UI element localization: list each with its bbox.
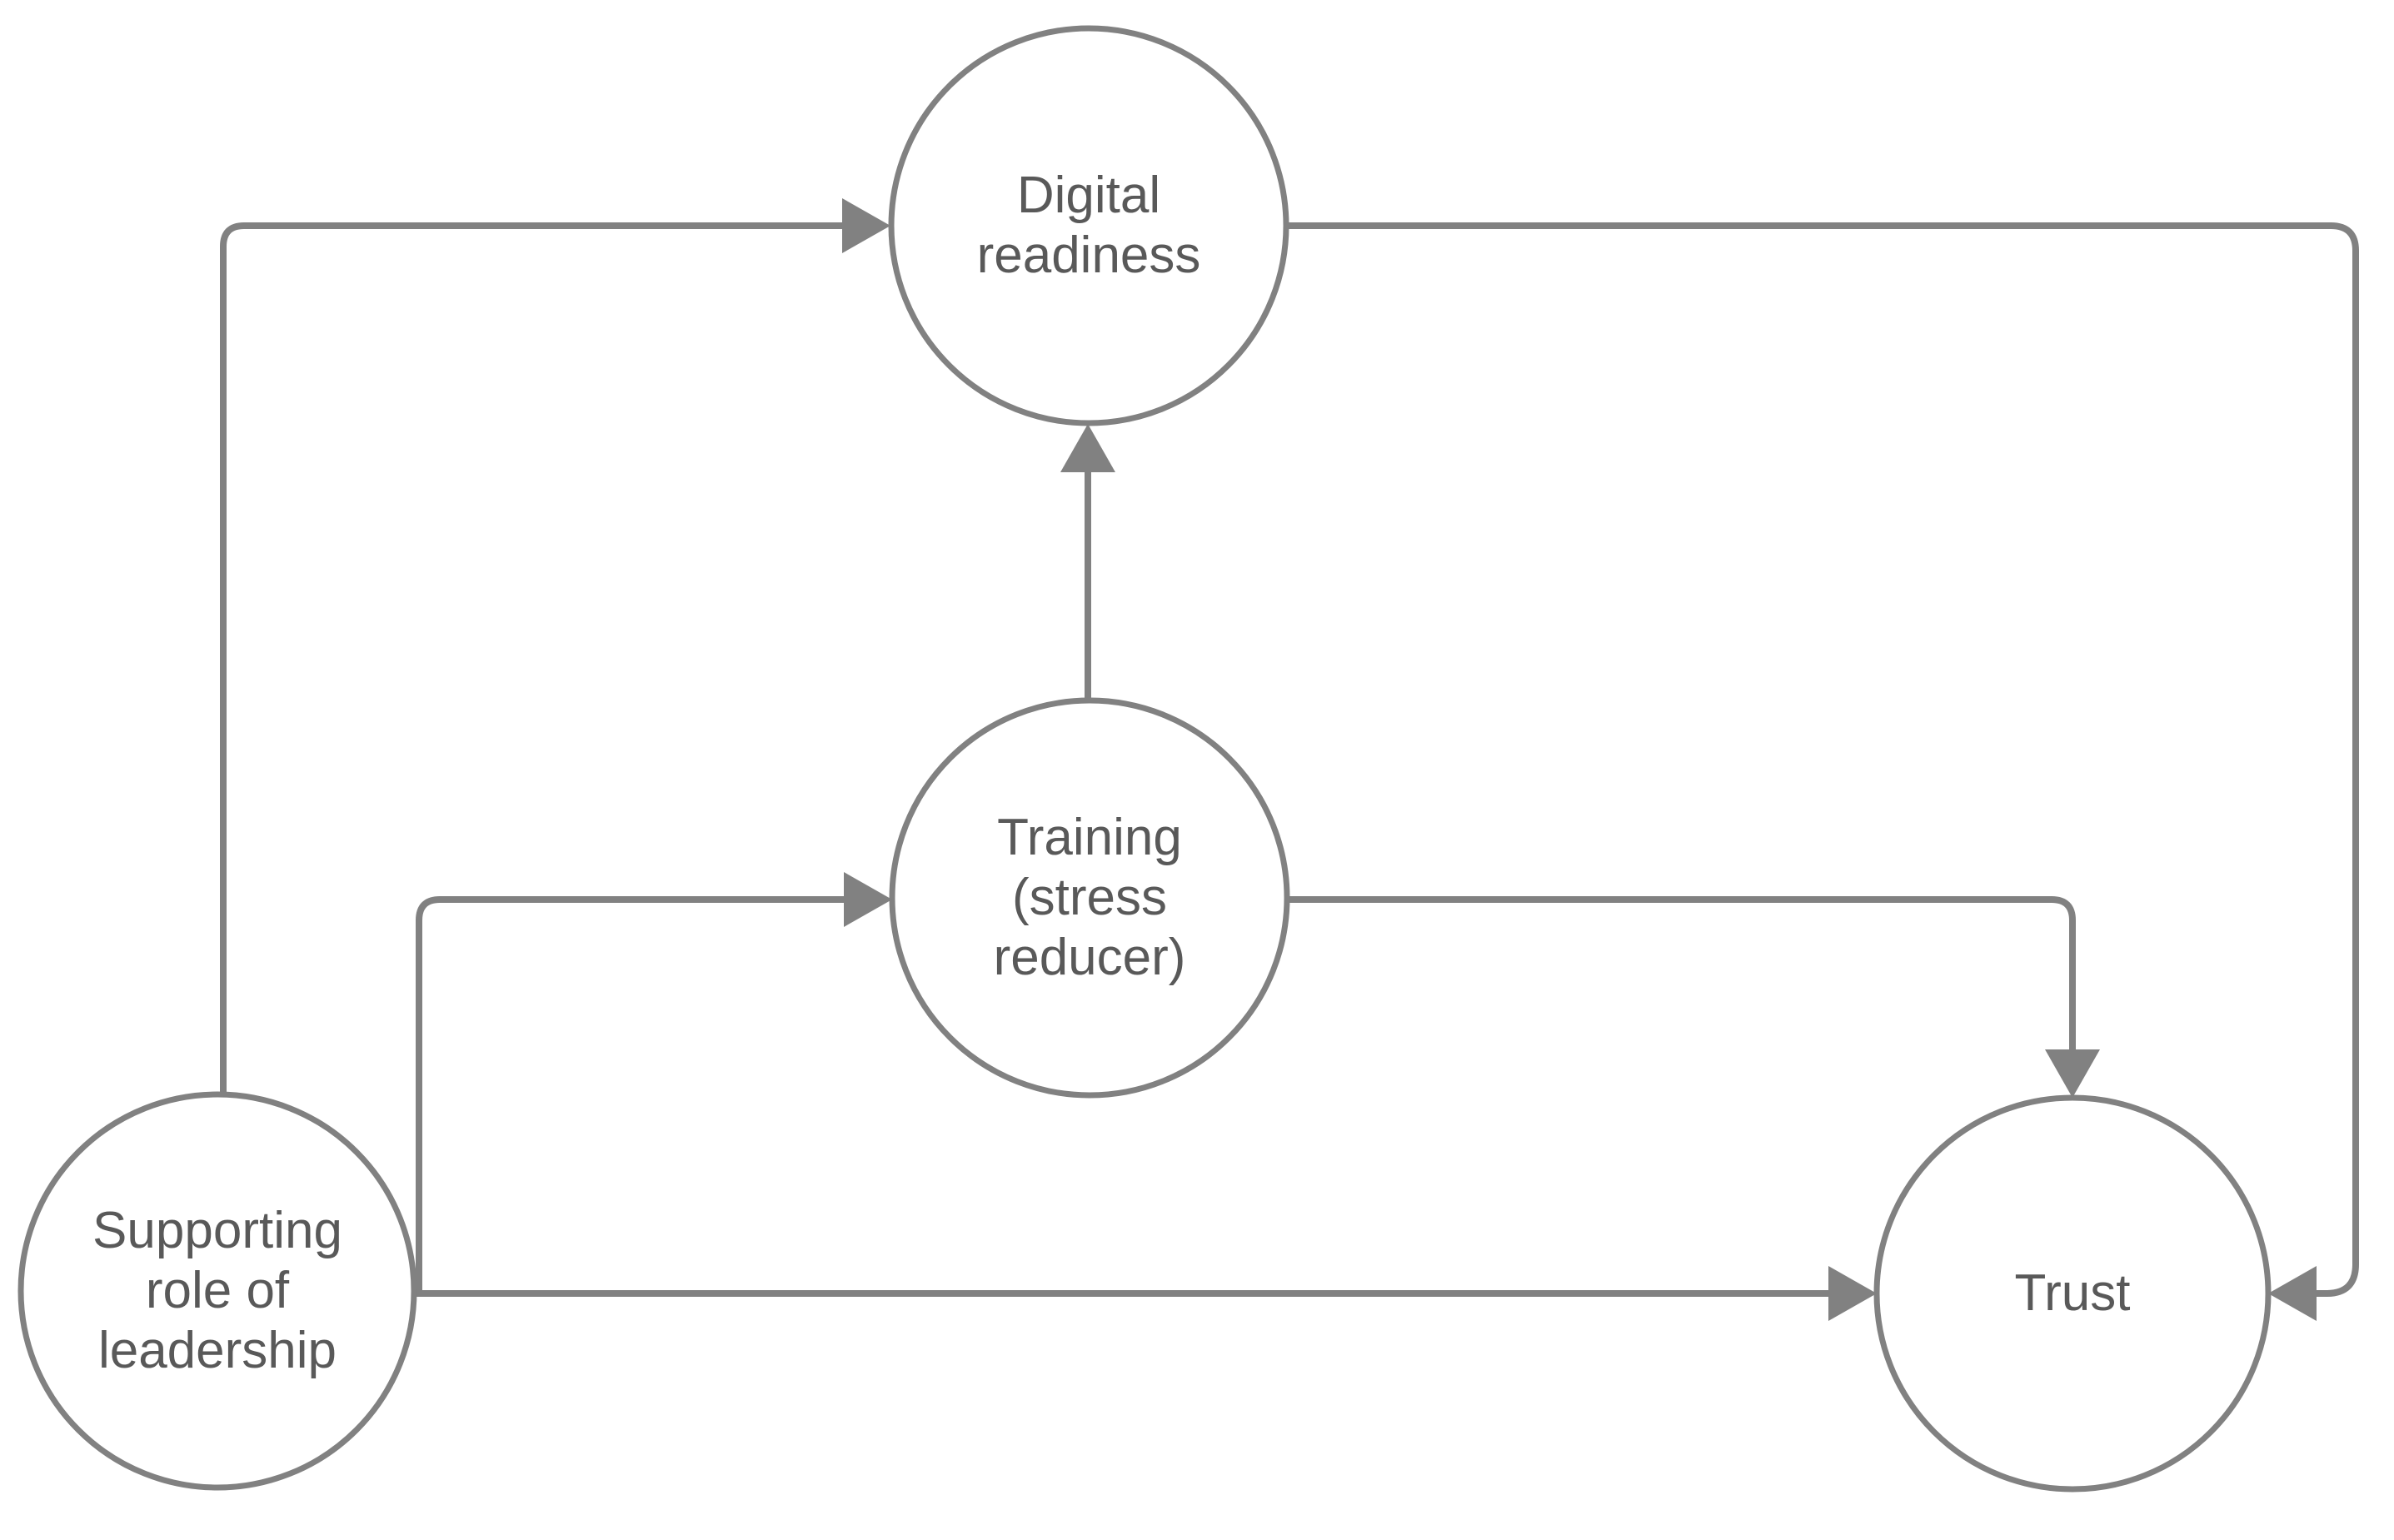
edge-leadership-to-digital-readiness: [220, 222, 843, 1096]
edge-digital-readiness-to-trust: [1286, 222, 2359, 1297]
edge-training-to-trust: [1287, 896, 2076, 1052]
node-training-circle: [889, 697, 1290, 1099]
node-trust-circle: [1873, 1094, 2272, 1493]
arrowhead-into-trust-left: [1828, 1266, 1877, 1321]
arrowhead-into-digital-readiness-left: [842, 198, 890, 253]
edge-leadership-to-training: [416, 896, 844, 1293]
arrowhead-into-training-left: [844, 872, 892, 927]
node-digital-readiness-circle: [888, 25, 1289, 426]
node-leadership-circle: [17, 1091, 417, 1491]
arrowhead-into-trust-top: [2045, 1049, 2100, 1098]
arrowhead-into-digital-readiness-bottom: [1060, 424, 1115, 472]
arrowhead-into-trust-right: [2268, 1266, 2317, 1321]
